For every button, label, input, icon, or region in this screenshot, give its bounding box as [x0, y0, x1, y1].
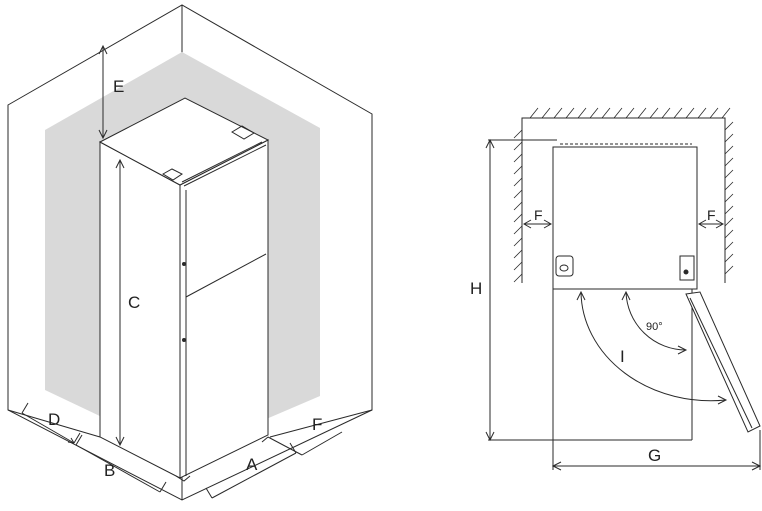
wall-hatch-right	[724, 121, 734, 275]
fridge-foot	[175, 475, 191, 482]
door-hinge-dot-2	[182, 338, 186, 342]
label-g: G	[648, 446, 661, 465]
fridge-door-split	[185, 253, 267, 298]
fridge	[98, 97, 270, 482]
label-f: F	[312, 415, 322, 434]
label-h: H	[470, 279, 482, 298]
fridge-right-face	[179, 139, 269, 479]
dim-g	[551, 430, 762, 471]
arc-90-arrow-start	[621, 290, 631, 301]
label-a: A	[246, 455, 258, 474]
arc-i	[580, 291, 727, 402]
fridge-top-trim	[181, 141, 263, 183]
fridge-body-top-view	[552, 146, 698, 290]
dim-e	[98, 44, 108, 140]
wall-hatch-top	[529, 107, 731, 119]
arc-90-arrow-end	[677, 345, 688, 355]
arc-i-arrow-start	[576, 290, 586, 301]
isometric-view	[7, 4, 373, 501]
fridge-top	[98, 97, 270, 186]
label-b: B	[104, 461, 115, 480]
door-hinge-dot-1	[182, 262, 186, 266]
label-d: D	[48, 410, 60, 429]
label-e: E	[113, 77, 124, 96]
dim-b	[75, 434, 167, 493]
dim-h	[485, 138, 557, 442]
dim-d	[21, 402, 81, 444]
label-c: C	[128, 293, 140, 312]
dim-f	[261, 431, 343, 456]
dim-c	[115, 158, 125, 447]
arc-i-arrow-end	[717, 395, 728, 405]
hinge-pin	[683, 269, 689, 275]
wall-back	[521, 117, 726, 283]
thermostat-knob	[555, 255, 574, 277]
floor-line-left	[7, 409, 101, 438]
arc-90	[625, 291, 687, 351]
label-angle-90: 90°	[646, 321, 663, 333]
label-f-right: F	[707, 207, 716, 223]
top-view	[485, 107, 762, 471]
hinge-top-left	[162, 168, 183, 181]
thermostat-dial	[559, 264, 569, 272]
wall-hatch-left	[513, 129, 523, 283]
fridge-top-trim-2	[183, 144, 267, 187]
floor-line-right	[269, 409, 373, 438]
label-f-left: F	[534, 207, 543, 223]
hinge-top-right	[231, 125, 255, 140]
dim-f-left	[522, 219, 553, 229]
open-door	[685, 291, 761, 433]
label-i: I	[620, 347, 625, 366]
open-door-inner	[689, 297, 753, 429]
door-hinge-detail	[679, 255, 695, 281]
dim-f-right	[697, 219, 725, 229]
